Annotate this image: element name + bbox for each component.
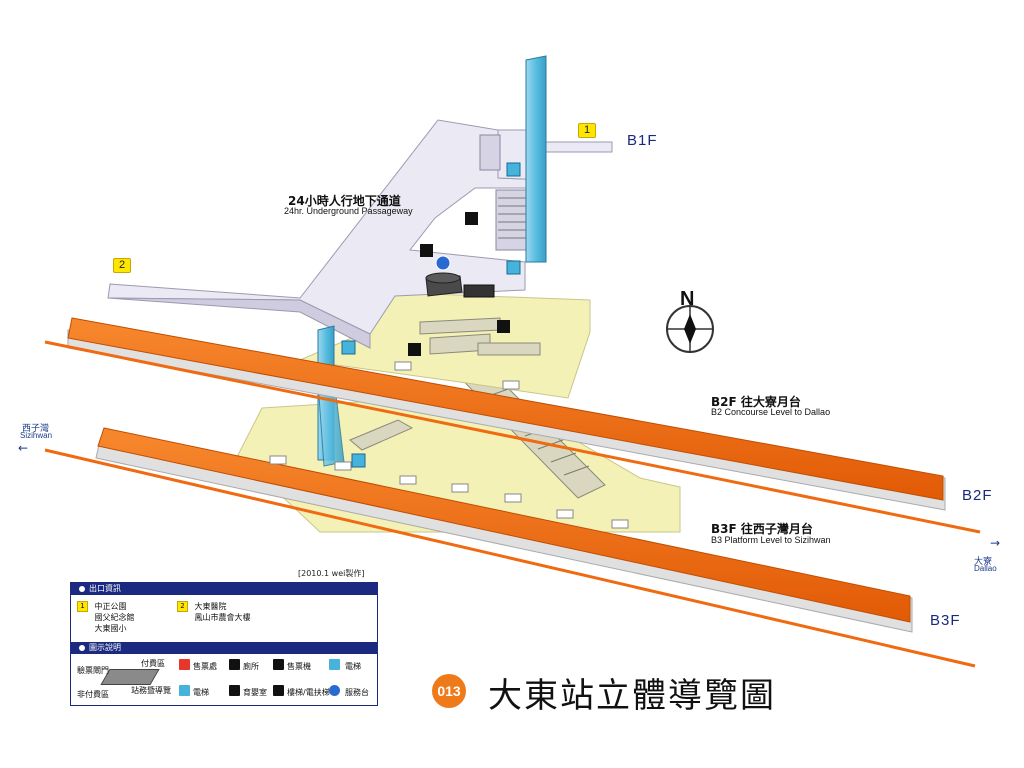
stairs-icons <box>408 244 510 356</box>
legend-exit-2: 2 大東醫院鳳山市農會大樓 <box>177 601 251 623</box>
legend-stairs: 樓梯/電扶梯 <box>287 688 330 697</box>
legend-ticket-machine: 售票機 <box>287 662 311 671</box>
ticket-office-icon <box>179 659 190 670</box>
gate-illustration-icon <box>100 669 160 685</box>
legend-elevator-b: 電梯 <box>193 688 209 697</box>
station-code-badge: 013 <box>432 674 466 708</box>
legend-panel: 出口資訊 1 中正公園國父紀念館大東國小 2 大東醫院鳳山市農會大樓 圖示說明 … <box>70 582 378 706</box>
legend-gate: 驗票閘門 <box>77 666 109 675</box>
exit-2-badge: 2 <box>113 258 131 273</box>
passage-label-zh: 24小時人行地下通道 <box>288 194 401 208</box>
legend-nursing: 育嬰室 <box>243 688 267 697</box>
legend-exit-1: 1 中正公園國父紀念館大東國小 <box>77 601 135 634</box>
author-note: [2010.1 wei製作] <box>298 569 365 578</box>
b3-level-en: B3 Platform Level to Sizihwan <box>711 535 831 545</box>
b2-level-zh: B2F 往大寮月台 <box>711 395 801 409</box>
west-direction-en: Sizihwan <box>20 431 53 440</box>
legend-toilet: 廁所 <box>243 662 259 671</box>
stairs-icon <box>273 685 284 696</box>
nursing-room-icon <box>229 685 240 696</box>
legend-service: 站務暨導覽 <box>131 686 171 695</box>
elevator-shaft-icon <box>179 685 190 696</box>
toilet-icon <box>465 212 478 225</box>
legend-exit-header: 出口資訊 <box>71 583 377 595</box>
toilet-icon <box>229 659 240 670</box>
elevator-icons <box>341 162 521 468</box>
legend-symbols-header: 圖示說明 <box>71 642 377 654</box>
info-desk-icon <box>329 685 340 696</box>
floor-label-b1f: B1F <box>627 132 658 149</box>
ticket-machine-icon <box>273 659 284 670</box>
b3f-track <box>44 427 976 668</box>
elevator-icon <box>329 659 340 670</box>
legend-unpaid: 非付費區 <box>77 690 109 699</box>
floor-label-b3f: B3F <box>930 612 961 629</box>
floor-label-b2f: B2F <box>962 487 993 504</box>
b2f-track <box>44 317 981 534</box>
compass <box>666 305 714 353</box>
east-direction-zh: 大寮 <box>974 556 993 566</box>
passage-label-en: 24hr. Underground Passageway <box>284 206 413 216</box>
page-title: 大東站立體導覽圖 <box>488 676 776 716</box>
b3-level-zh: B3F 往西子灣月台 <box>711 522 813 536</box>
info-icon <box>435 255 451 271</box>
legend-elevator-a: 電梯 <box>345 662 361 671</box>
platform-openings <box>269 361 629 529</box>
west-direction-zh: 西子灣 <box>22 423 50 433</box>
east-arrow-icon: → <box>990 536 1001 550</box>
west-arrow-icon: ← <box>18 441 29 455</box>
b2-level-en: B2 Concourse Level to Dallao <box>711 407 831 417</box>
legend-ticket-office: 售票處 <box>193 662 217 671</box>
legend-paid: 付費區 <box>141 659 165 668</box>
compass-north-label: N <box>680 288 695 310</box>
b2f-stairs <box>419 317 541 356</box>
legend-info: 服務台 <box>345 688 369 697</box>
elevator-shaft-tall <box>525 55 547 263</box>
east-direction-en: Dallao <box>974 564 997 573</box>
exit-1-badge: 1 <box>578 123 596 138</box>
